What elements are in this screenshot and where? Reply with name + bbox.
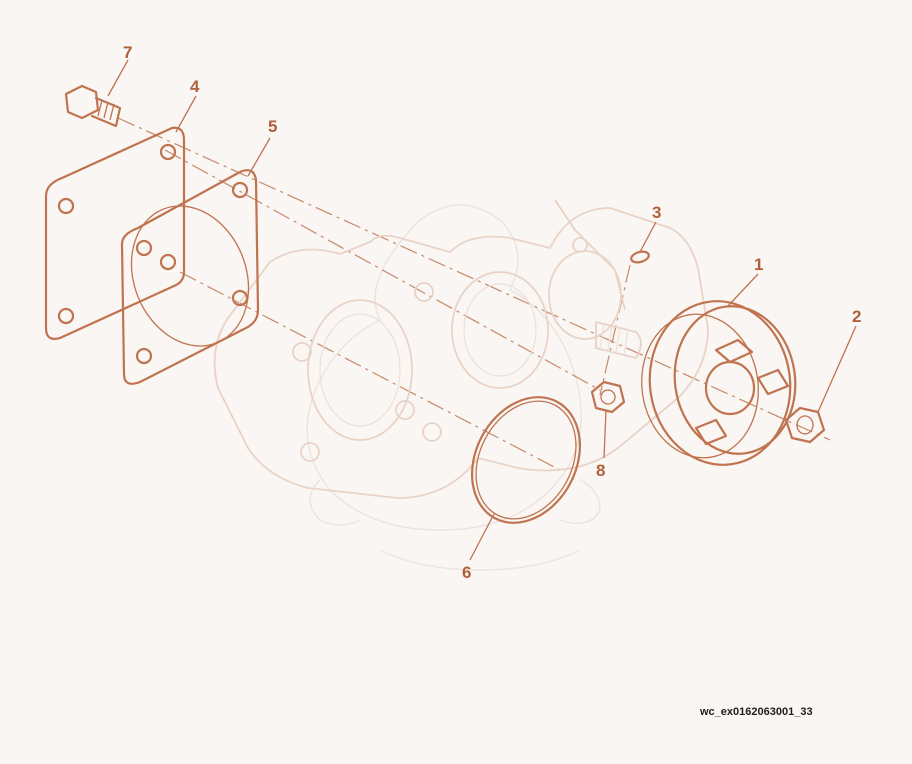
small-nut — [590, 380, 626, 414]
callout-5: 5 — [268, 117, 278, 136]
callout-8: 8 — [596, 461, 606, 480]
callout-7: 7 — [123, 43, 133, 62]
bolt — [64, 84, 122, 128]
callout-4: 4 — [190, 77, 200, 96]
document-id: wc_ex0162063001_33 — [700, 706, 813, 718]
callout-6: 6 — [462, 563, 472, 582]
output-shaft — [595, 321, 642, 359]
assembly-axes — [117, 117, 831, 471]
callout-2: 2 — [852, 307, 862, 326]
coupling-flange — [641, 300, 797, 466]
leader-lines — [107, 59, 857, 561]
gasket — [120, 169, 260, 385]
cover-plate — [44, 126, 186, 340]
flange-nut — [784, 406, 826, 444]
callout-1: 1 — [754, 255, 764, 274]
small-o-ring — [630, 250, 650, 264]
callout-3: 3 — [652, 203, 662, 222]
gearbox-housing — [213, 199, 709, 499]
watermark-figure — [306, 204, 601, 571]
large-o-ring — [470, 396, 582, 524]
